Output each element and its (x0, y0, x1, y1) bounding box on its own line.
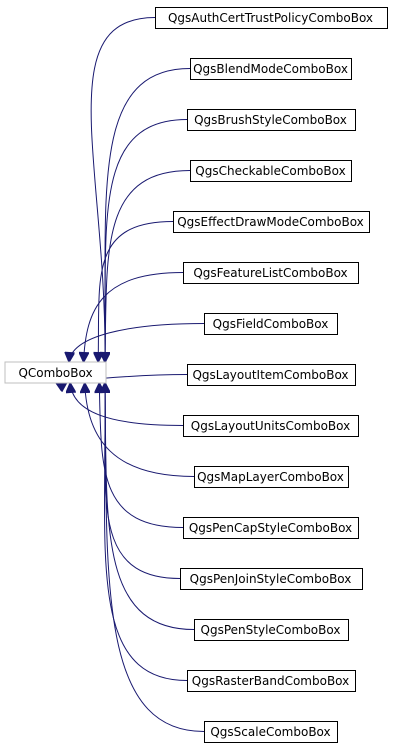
derived-class-node-qgs-feature-list-combo-box[interactable]: QgsFeatureListComboBox (183, 262, 359, 284)
class-label: QgsPenCapStyleComboBox (189, 521, 352, 535)
class-label: QgsCheckableComboBox (195, 164, 345, 178)
inheritance-edge-qgs-pen-style-combo-box (105, 383, 195, 630)
inheritance-edge-qgs-effect-draw-mode-combo-box (98, 221, 174, 363)
inheritance-edge-qgs-feature-list-combo-box (84, 272, 184, 363)
inheritance-edge-qgs-auth-cert-trust-policy-combo-box (90, 17, 156, 363)
class-label: QgsEffectDrawModeComboBox (177, 215, 364, 229)
class-label: QgsPenJoinStyleComboBox (190, 572, 352, 586)
class-label: QgsBlendModeComboBox (193, 62, 348, 76)
class-box (183, 415, 359, 437)
class-label: QgsMapLayerComboBox (197, 470, 344, 484)
class-label: QgsPenStyleComboBox (201, 623, 341, 637)
class-box (187, 670, 356, 692)
inheritance-edge-qgs-layout-units-combo-box (70, 383, 184, 426)
class-box (194, 619, 349, 641)
derived-class-node-qgs-effect-draw-mode-combo-box[interactable]: QgsEffectDrawModeComboBox (173, 211, 370, 233)
class-box (187, 109, 356, 131)
inheritance-edge-qgs-map-layer-combo-box (85, 383, 195, 477)
derived-class-nodes: QgsAuthCertTrustPolicyComboBoxQgsBlendMo… (155, 7, 388, 743)
derived-class-node-qgs-map-layer-combo-box[interactable]: QgsMapLayerComboBox (194, 466, 349, 488)
derived-class-node-qgs-brush-style-combo-box[interactable]: QgsBrushStyleComboBox (187, 109, 356, 131)
derived-class-node-qgs-field-combo-box[interactable]: QgsFieldComboBox (204, 313, 338, 335)
derived-class-node-qgs-auth-cert-trust-policy-combo-box[interactable]: QgsAuthCertTrustPolicyComboBox (155, 7, 388, 29)
class-box (173, 211, 370, 233)
derived-class-node-qgs-pen-cap-style-combo-box[interactable]: QgsPenCapStyleComboBox (183, 517, 359, 539)
class-label: QgsRasterBandComboBox (192, 674, 350, 688)
derived-class-node-qgs-checkable-combo-box[interactable]: QgsCheckableComboBox (190, 160, 352, 182)
inheritance-edge-qgs-brush-style-combo-box (105, 119, 188, 363)
base-class-label: QComboBox (18, 366, 92, 380)
class-box (183, 517, 359, 539)
derived-class-node-qgs-pen-style-combo-box[interactable]: QgsPenStyleComboBox (194, 619, 349, 641)
class-label: QgsLayoutUnitsComboBox (191, 419, 350, 433)
derived-class-node-qgs-blend-mode-combo-box[interactable]: QgsBlendModeComboBox (190, 58, 352, 80)
base-class-node[interactable]: QComboBox (4, 361, 107, 384)
inheritance-edge-qgs-checkable-combo-box (105, 170, 191, 363)
derived-class-node-qgs-layout-units-combo-box[interactable]: QgsLayoutUnitsComboBox (183, 415, 359, 437)
class-box (183, 262, 359, 284)
class-box (155, 7, 388, 29)
base-class-box (4, 361, 107, 384)
inheritance-edges (56, 17, 205, 732)
inheritance-edge-qgs-field-combo-box (69, 323, 205, 363)
class-label: QgsScaleComboBox (210, 725, 330, 739)
class-box (180, 568, 363, 590)
derived-class-node-qgs-scale-combo-box[interactable]: QgsScaleComboBox (204, 721, 338, 743)
inheritance-edge-qgs-pen-join-style-combo-box (105, 383, 181, 579)
inheritance-edge-qgs-pen-cap-style-combo-box (99, 383, 184, 528)
derived-class-node-qgs-raster-band-combo-box[interactable]: QgsRasterBandComboBox (187, 670, 356, 692)
class-box (204, 721, 338, 743)
inheritance-edge-qgs-raster-band-combo-box (104, 383, 188, 681)
class-box (194, 466, 349, 488)
class-label: QgsLayoutItemComboBox (192, 368, 348, 382)
class-label: QgsFeatureListComboBox (193, 266, 347, 280)
class-label: QgsFieldComboBox (213, 317, 329, 331)
class-label: QgsAuthCertTrustPolicyComboBox (168, 11, 373, 25)
inheritance-edge-qgs-scale-combo-box (105, 383, 205, 732)
class-box (190, 58, 352, 80)
class-box (190, 160, 352, 182)
class-label: QgsBrushStyleComboBox (194, 113, 347, 127)
class-box (204, 313, 338, 335)
class-box (187, 364, 356, 386)
derived-class-node-qgs-pen-join-style-combo-box[interactable]: QgsPenJoinStyleComboBox (180, 568, 363, 590)
derived-class-node-qgs-layout-item-combo-box[interactable]: QgsLayoutItemComboBox (187, 364, 356, 386)
